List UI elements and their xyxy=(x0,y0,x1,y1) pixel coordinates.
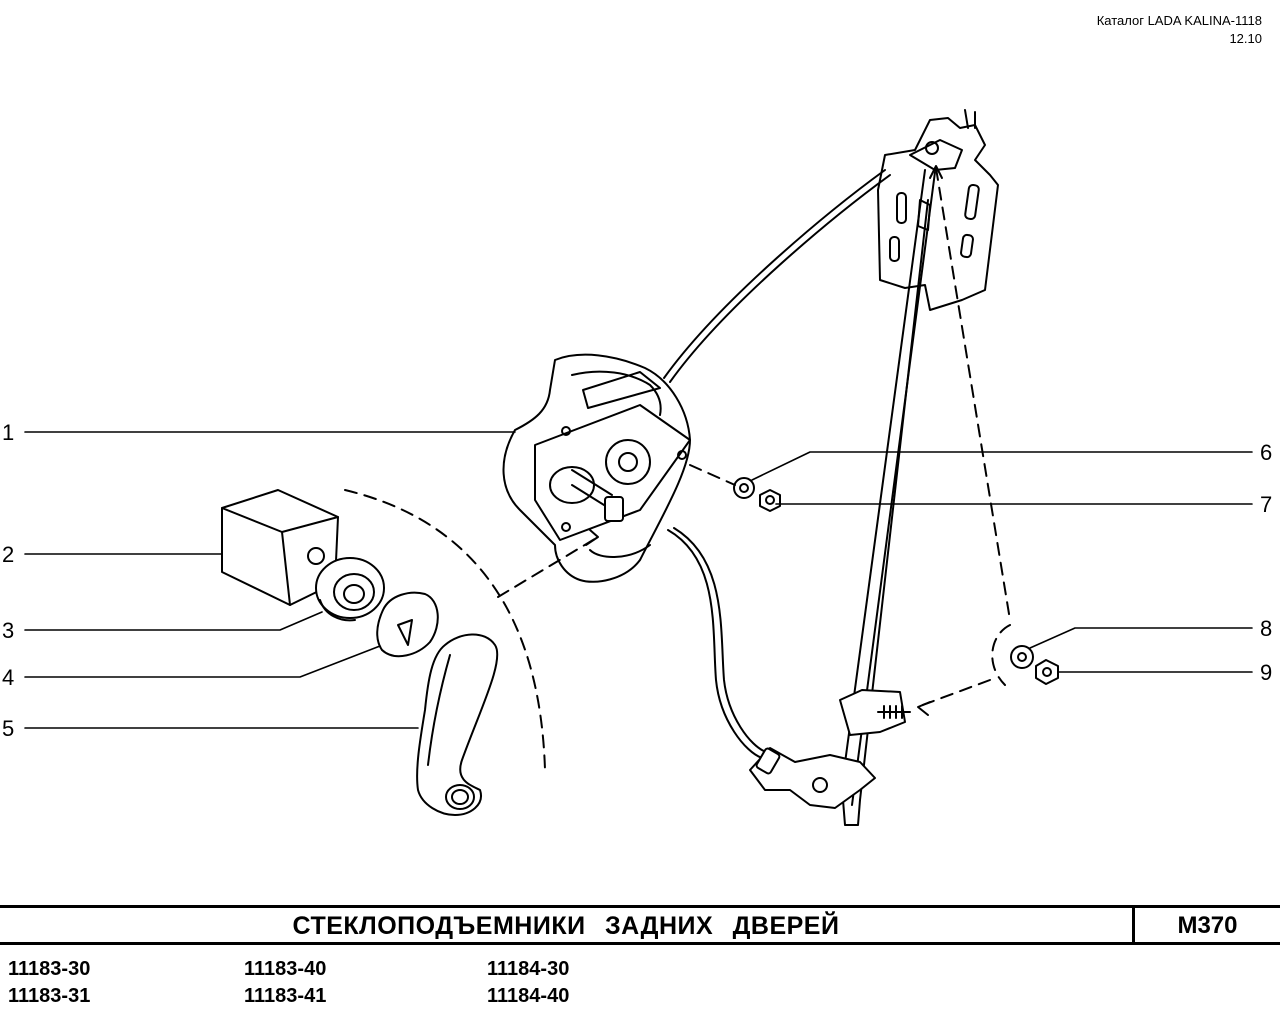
nut-7 xyxy=(759,489,781,512)
model-code: 11183-31 xyxy=(8,985,91,1007)
catalog-header: Каталог LADA KALINA-1118 12.10 xyxy=(1097,12,1262,48)
nut-9 xyxy=(1035,659,1059,685)
model-code: 11183-40 xyxy=(244,958,327,980)
crank-handle xyxy=(416,633,499,816)
regulator-drum xyxy=(502,353,691,583)
housing-part xyxy=(221,489,339,606)
page-code: M370 xyxy=(1177,912,1238,939)
catalog-date: 12.10 xyxy=(1229,31,1262,46)
callout-6: 6 xyxy=(1260,440,1272,465)
callout-1: 1 xyxy=(2,420,14,445)
washer-part xyxy=(315,557,385,622)
bushing-part xyxy=(376,591,439,658)
callout-4: 4 xyxy=(2,665,14,690)
model-code: 11184-30 xyxy=(487,958,570,980)
callout-9: 9 xyxy=(1260,660,1272,685)
washer-6 xyxy=(733,477,755,499)
callout-2: 2 xyxy=(2,542,14,567)
title-block: СТЕКЛОПОДЪЕМНИКИ ЗАДНИХ ДВЕРЕЙ M370 xyxy=(0,905,1280,945)
title-divider xyxy=(1132,908,1135,942)
callout-3: 3 xyxy=(2,618,14,643)
callout-5: 5 xyxy=(2,716,14,741)
cables xyxy=(663,169,891,759)
lower-bracket xyxy=(749,689,911,809)
model-code: 11184-40 xyxy=(487,985,570,1007)
callout-7: 7 xyxy=(1260,492,1272,517)
parts-diagram: 1 2 3 4 5 6 7 8 9 xyxy=(2,109,1272,826)
catalog-name: Каталог LADA KALINA-1118 xyxy=(1096,13,1262,28)
assembly-lines xyxy=(344,167,1011,771)
leader-lines xyxy=(24,431,1253,729)
page-title: СТЕКЛОПОДЪЕМНИКИ ЗАДНИХ ДВЕРЕЙ xyxy=(292,912,840,940)
model-code: 11183-30 xyxy=(8,958,91,980)
model-list: 11183-30 11183-40 11184-30 11183-31 1118… xyxy=(8,958,908,1018)
model-code: 11183-41 xyxy=(244,985,327,1007)
upper-bracket xyxy=(877,109,999,311)
washer-8 xyxy=(1010,645,1034,669)
callout-8: 8 xyxy=(1260,616,1272,641)
